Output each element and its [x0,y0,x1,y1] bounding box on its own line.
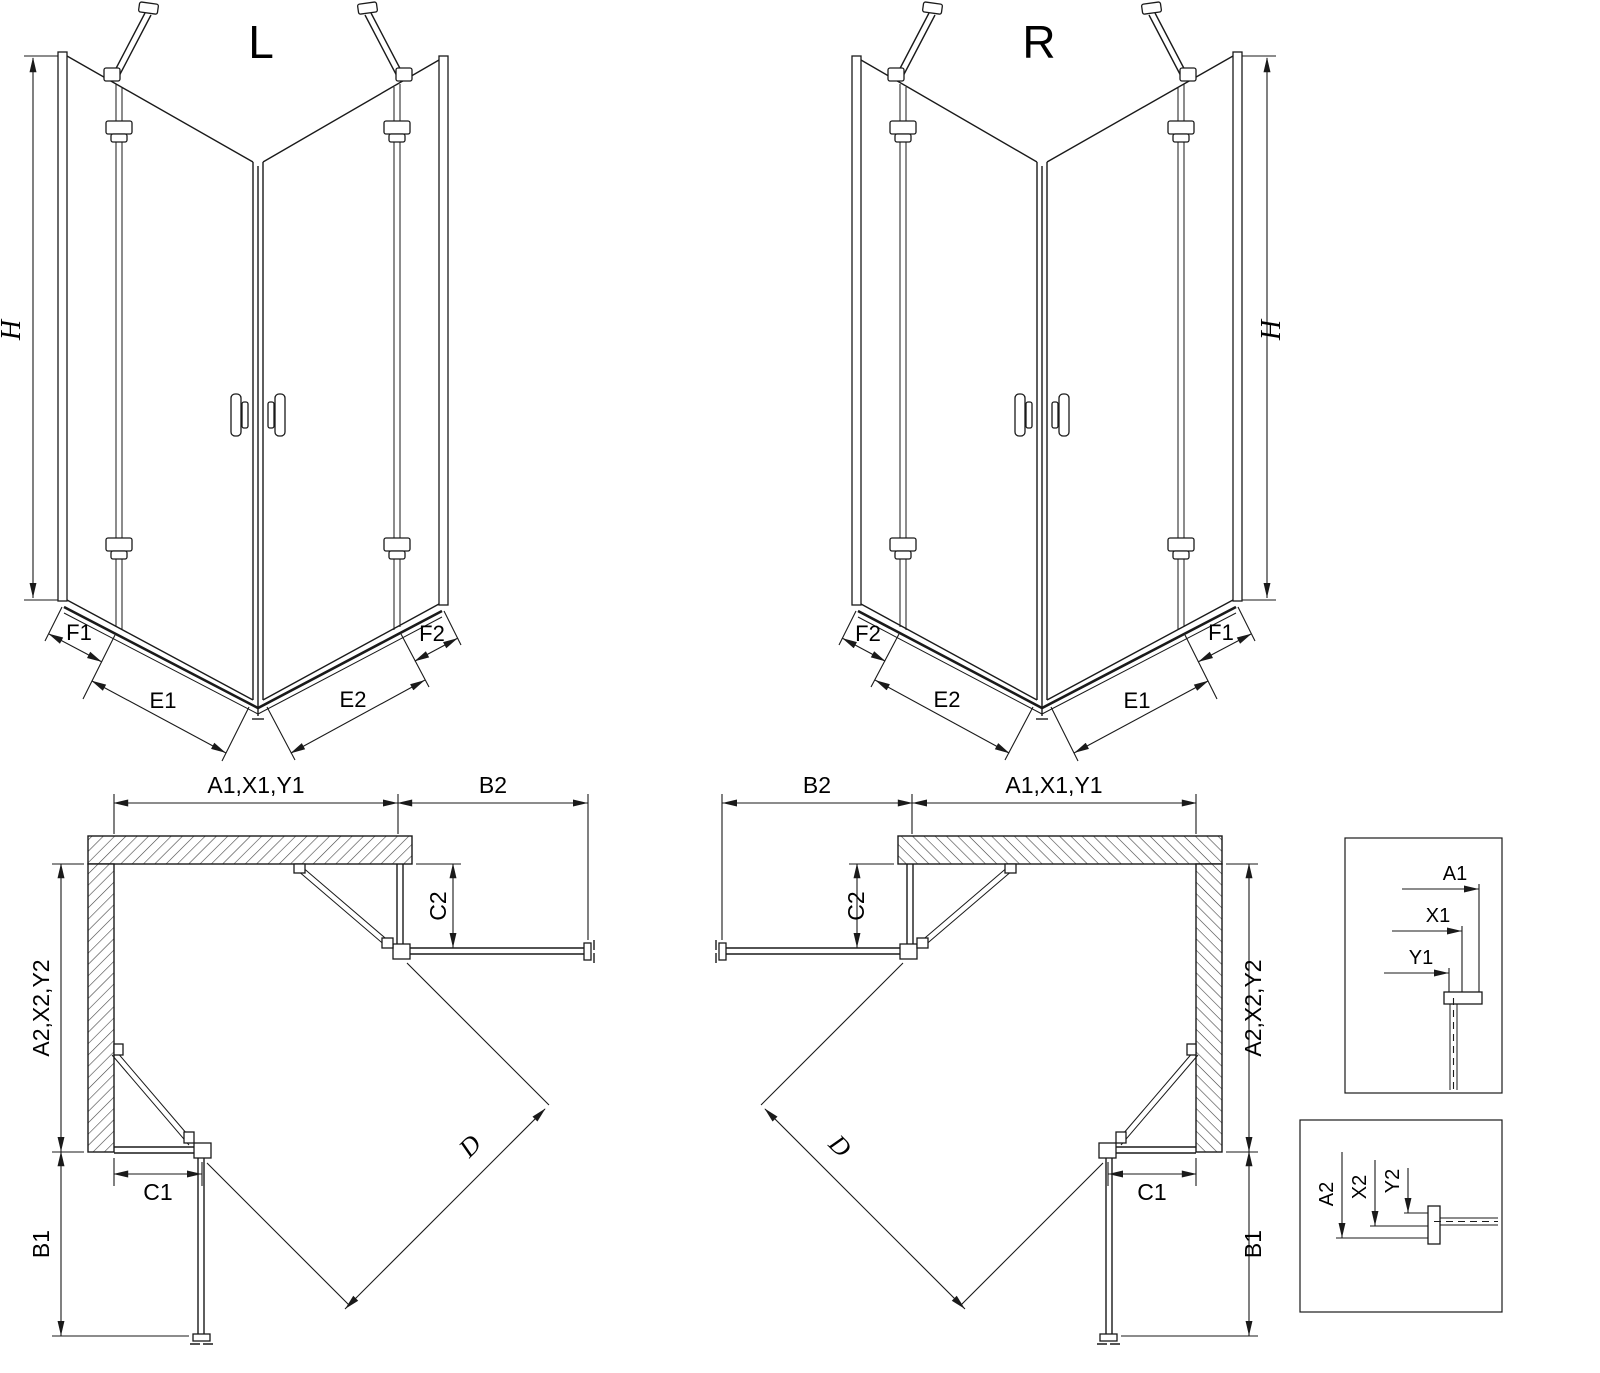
detail-box-width: A1 X1 Y1 [1344,837,1503,1094]
dim-label-a2x2y2-left: A2,X2,Y2 [28,959,54,1056]
plan-view-right: A1,X1,Y1 B2 C2 A2,X2,Y2 B1 C1 D [716,772,1266,1344]
detail-label-y1: Y1 [1409,947,1433,969]
dim-label-h-right: H [1256,318,1287,341]
dim-label-c2-left: C2 [425,891,451,920]
dim-label-b2-right: B2 [803,772,831,798]
glass-profile-section-vertical [1443,991,1483,1090]
detail-width-arrows [1384,884,1480,992]
dim-label-c1-left: C1 [143,1179,172,1205]
dim-label-f1-left: F1 [66,620,92,645]
variant-label-left: L [248,16,274,68]
dim-label-d-left: D [452,1129,487,1164]
dim-label-c1-right: C1 [1137,1179,1166,1205]
perspective-view-right: R H F1 E1 E2 F2 [839,2,1287,761]
detail-label-x1: X1 [1426,905,1450,927]
dim-label-f1-right: F1 [1208,620,1234,645]
plan-view-left: A1,X1,Y1 B2 C2 A2,X2,Y2 B1 C1 D [28,772,594,1344]
detail-label-a1: A1 [1443,863,1467,885]
dim-label-e1-right: E1 [1124,688,1151,713]
perspective-view-left: L H F1 E1 E2 F2 [0,2,461,761]
dim-label-d-right: D [822,1128,857,1163]
dim-label-f2-left: F2 [419,621,445,646]
plan-left-drawing [52,794,594,1344]
detail-box-depth-frame [1299,1119,1503,1313]
perspective-right-drawing [839,2,1276,761]
dim-label-a1x1y1-left: A1,X1,Y1 [207,772,304,798]
detail-box-width-frame [1344,837,1503,1094]
dim-label-e1-left: E1 [150,688,177,713]
glass-profile-section-horizontal [1427,1205,1498,1245]
detail-box-depth: A2 X2 Y2 [1299,1119,1503,1313]
dim-label-f2-right: F2 [855,621,881,646]
dim-label-b1-right: B1 [1240,1230,1266,1258]
detail-label-a2: A2 [1316,1182,1338,1206]
dim-label-h-left: H [0,318,27,341]
dim-label-c2-right: C2 [843,891,869,920]
detail-label-x2: X2 [1349,1175,1371,1199]
dim-label-a2x2y2-right: A2,X2,Y2 [1240,959,1266,1056]
dim-label-a1x1y1-right: A1,X1,Y1 [1005,772,1102,798]
dim-label-b1-left: B1 [28,1230,54,1258]
variant-label-right: R [1022,16,1055,68]
plan-right-drawing [716,794,1258,1344]
dim-label-b2-left: B2 [479,772,507,798]
perspective-left-drawing [24,2,461,761]
detail-label-y2: Y2 [1382,1169,1404,1193]
dim-label-e2-right: E2 [934,687,961,712]
dim-label-e2-left: E2 [340,687,367,712]
